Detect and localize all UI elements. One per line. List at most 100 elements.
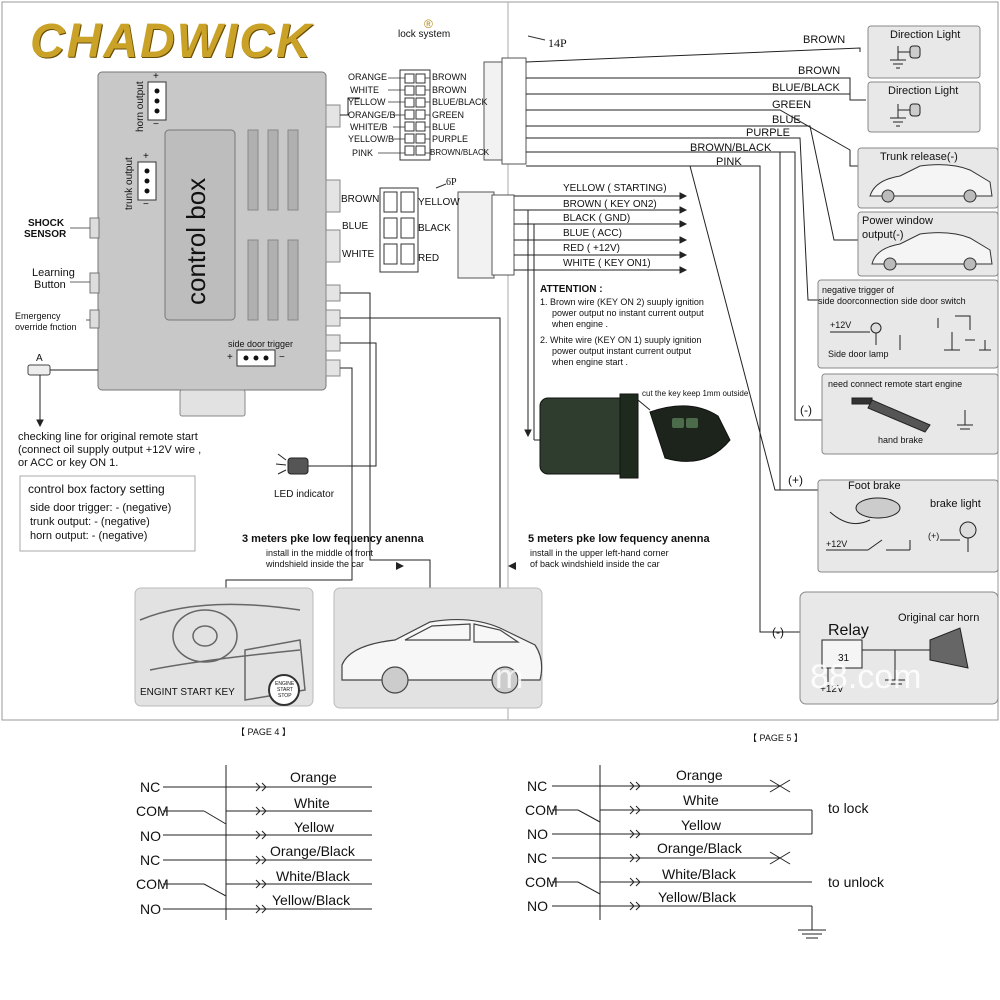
antenna-3m-title: 3 meters pke low fequency anenna [242, 533, 424, 545]
attention-2-line-3: when engine start . [552, 357, 629, 367]
engine-start-key-label: ENGINT START KEY [140, 687, 235, 698]
factory-setting-title: control box factory setting [28, 482, 165, 496]
relay-left-wire-6: Yellow/Black [272, 892, 351, 908]
trunk-output-label: trunk output [124, 157, 135, 210]
horn-minus: − [153, 119, 159, 130]
relay-left-pin-3: NO [140, 828, 161, 844]
pin6-right-1: YELLOW [418, 197, 460, 208]
relay-left-wire-1: Orange [290, 769, 337, 785]
side-door-trigger-label: side door trigger [228, 339, 294, 349]
harness14-wire-6: PURPLE [746, 127, 791, 139]
harness6-wire-5: RED ( +12V) [563, 243, 620, 254]
foot-brake-plus: (+) [788, 473, 803, 487]
relay-left-pin-6: NO [140, 901, 161, 917]
relay-right-wire-1: Orange [676, 767, 723, 783]
relay-right-wire-4: Orange/Black [657, 840, 742, 856]
engine-button-text-1: ENGINE [275, 681, 295, 687]
to-lock-label: to lock [828, 800, 869, 816]
dashboard-illustration [134, 587, 314, 707]
connector-14p-label: 14P [548, 36, 567, 50]
brake-light-label: brake light [930, 498, 981, 510]
watermark-left: m [495, 658, 524, 696]
hand-brake-label: hand brake [878, 435, 924, 445]
attention-1-line-3: when engine . [552, 319, 609, 329]
relay-right-pin-5: COM [525, 874, 558, 890]
pin6-left-2: BLUE [342, 221, 369, 232]
pin6-right-2: BLACK [418, 223, 451, 234]
point-a-label: A [36, 353, 43, 364]
trunk-release-label: Trunk release(-) [880, 151, 958, 163]
direction-light-1-label: Direction Light [890, 29, 961, 41]
foot-brake-title: Foot brake [848, 480, 901, 492]
key-note: cut the key keep 1mm outside [642, 389, 749, 398]
attention-1-line-2: power output no instant current output [552, 308, 704, 318]
pin6-left-1: BROWN [341, 194, 380, 205]
attention-1-line-1: 1. Brown wire (KEY ON 2) suuply ignition [540, 297, 704, 307]
emergency-label-1: Emergency [15, 311, 61, 321]
factory-setting-row-1: side door trigger: - (negative) [30, 502, 172, 514]
relay-left-pin-4: NC [140, 852, 161, 868]
original-horn-label: Original car horn [898, 612, 980, 624]
pin14-right-5: BLUE [432, 122, 456, 132]
checking-line-1: checking line for original remote start [18, 431, 198, 443]
pin14-right-1: BROWN [432, 72, 467, 82]
relay-left-wire-2: White [294, 795, 330, 811]
checking-line-2: (connect oil supply output +12V wire , [18, 444, 202, 456]
antenna-3m-desc-1: install in the middle of front [266, 548, 374, 558]
antenna-5m-desc-1: install in the upper left-hand corner [530, 548, 669, 558]
header-title-fragment: lock system [398, 29, 451, 40]
pin14-right-6: PURPLE [432, 134, 469, 144]
to-unlock-label: to unlock [828, 874, 885, 890]
antenna-5m-desc-2: of back windshield inside the car [530, 559, 660, 569]
relay-right-wire-3: Yellow [681, 817, 721, 833]
relay-right-wire-5: White/Black [662, 866, 736, 882]
harness14-wire-3: BLUE/BLACK [772, 82, 840, 94]
harness14-wire-1: BROWN [803, 34, 846, 46]
horn-minus-label: (-) [772, 625, 784, 639]
power-window-label-1: Power window [862, 215, 933, 227]
foot-brake-plus-small: (+) [928, 531, 940, 541]
pin14-left-5: WHITE/B [350, 122, 388, 132]
hand-brake-title: need connect remote start engine [828, 379, 963, 389]
learning-button-label-2: Button [34, 279, 66, 291]
led-indicator-label: LED indicator [274, 489, 335, 500]
harness14-wire-4: GREEN [772, 99, 812, 111]
side-door-plus: + [227, 352, 233, 363]
horn-output-label: horn output [135, 81, 146, 132]
emergency-label-2: override fnction [15, 322, 77, 332]
relay-left-pin-1: NC [140, 779, 161, 795]
relay-label: Relay [828, 622, 869, 639]
harness6-wire-6: WHITE ( KEY ON1) [563, 258, 651, 269]
antenna-5m-title: 5 meters pke low fequency anenna [528, 533, 710, 545]
relay-left-wire-4: Orange/Black [270, 843, 355, 859]
relay-left-wire-3: Yellow [294, 819, 334, 835]
direction-light-2-label: Direction Light [888, 85, 959, 97]
pin14-left-1: ORANGE [348, 72, 388, 82]
trunk-minus: − [143, 199, 149, 210]
checking-line-3: or ACC or key ON 1. [18, 457, 119, 469]
relay-left-pin-2: COM [136, 803, 169, 819]
relay-right-wire-6: Yellow/Black [658, 889, 737, 905]
trademark-symbol: ® [424, 17, 433, 31]
hand-brake-minus: (-) [800, 403, 812, 417]
engine-button-text-3: STOP [278, 693, 292, 699]
side-door-minus: − [279, 352, 285, 363]
relay-left-wire-5: White/Black [276, 868, 350, 884]
power-window-label-2: output(-) [862, 229, 904, 241]
attention-2-line-1: 2. White wire (KEY ON 1) suuply ignition [540, 335, 702, 345]
shock-sensor-label-1: SHOCK [28, 218, 65, 229]
harness6-wire-3: BLACK ( GND) [563, 213, 631, 224]
side-door-lamp-label: Side door lamp [828, 349, 889, 359]
harness14-wire-2: BROWN [798, 65, 841, 77]
trunk-plus: + [143, 151, 149, 162]
harness6-wire-1: YELLOW ( STARTING) [563, 183, 667, 194]
pin14-left-3: YELLOW [348, 97, 386, 107]
harness6-wire-2: BROWN ( KEY ON2) [563, 199, 657, 210]
pin14-right-2: BROWN [432, 85, 467, 95]
relay-right-pin-2: COM [525, 802, 558, 818]
pin6-right-3: RED [418, 253, 440, 264]
harness6-wire-4: BLUE ( ACC) [563, 228, 622, 239]
side-door-title-2: side doorconnection side door switch [818, 296, 966, 306]
engine-button-text-2: START [277, 687, 293, 693]
